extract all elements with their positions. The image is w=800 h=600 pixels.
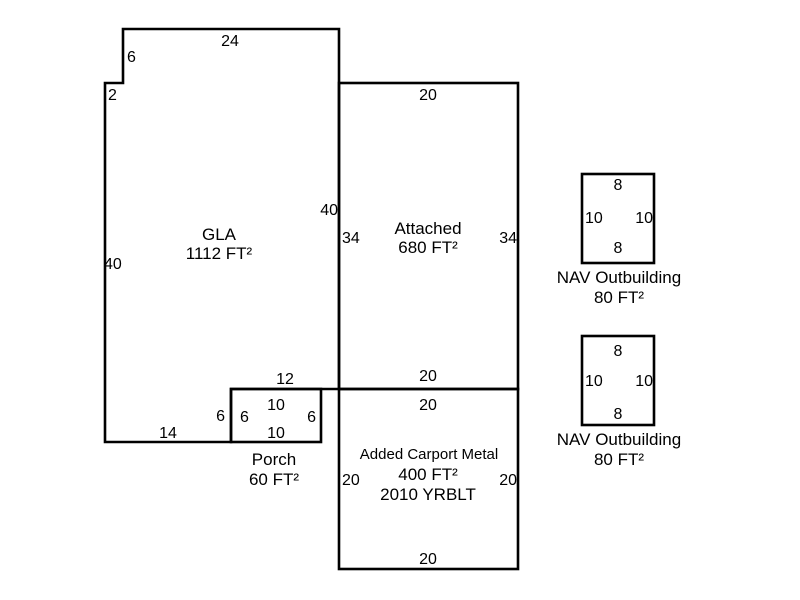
attached-label: Attached: [394, 219, 461, 238]
outbuilding-1-dim-left: 10: [585, 210, 603, 227]
attached-dim-top: 20: [419, 87, 437, 104]
outbuilding-2-label: NAV Outbuilding: [557, 430, 681, 449]
outbuilding-1-label: NAV Outbuilding: [557, 268, 681, 287]
carport-area: 400 FT²: [398, 465, 458, 484]
porch-area: 60 FT²: [249, 470, 299, 489]
gla-dim-bottom: 14: [159, 425, 177, 442]
porch-dim-top: 10: [267, 397, 285, 414]
outbuilding-1-area: 80 FT²: [594, 288, 644, 307]
outbuilding-1-dim-top: 8: [614, 177, 623, 194]
gla-dim-right: 40: [320, 202, 338, 219]
outbuilding-1-outline: [580, 172, 656, 265]
carport-dim-top: 20: [419, 397, 437, 414]
gla-label: GLA: [202, 225, 237, 244]
outbuilding-2-dim-bottom: 8: [614, 406, 623, 423]
outbuilding-2-outline: [580, 334, 656, 427]
gla-dim-top: 24: [221, 33, 239, 50]
carport-dim-right: 20: [499, 472, 517, 489]
outbuilding-2-dim-right: 10: [635, 373, 653, 390]
carport-label: Added Carport Metal: [360, 446, 498, 463]
outbuilding-2-dim-left: 10: [585, 373, 603, 390]
gla-dim-left: 40: [104, 256, 122, 273]
gla-dim-porch-side: 6: [216, 408, 225, 425]
attached-dim-right: 34: [499, 230, 517, 247]
attached-dim-bottom: 20: [419, 368, 437, 385]
porch-label: Porch: [252, 450, 296, 469]
carport-year-built: 2010 YRBLT: [380, 485, 476, 504]
carport-dim-bottom: 20: [419, 551, 437, 568]
porch-dim-bottom: 10: [267, 425, 285, 442]
attached-dim-left: 34: [342, 230, 360, 247]
gla-area: 1112 FT²: [186, 244, 253, 263]
carport-dim-left: 20: [342, 472, 360, 489]
carport-outline: [337, 387, 520, 571]
attached-area: 680 FT²: [398, 238, 458, 257]
gla-dim-notch-step: 2: [108, 87, 117, 104]
porch-dim-left: 6: [240, 409, 249, 426]
porch-dim-right: 6: [307, 409, 316, 426]
outbuilding-1-dim-bottom: 8: [614, 240, 623, 257]
outbuilding-1-dim-right: 10: [635, 210, 653, 227]
gla-dim-notch-side: 6: [127, 49, 136, 66]
gla-dim-porch-top: 12: [276, 371, 294, 388]
porch-outline: [229, 387, 323, 444]
outbuilding-2-area: 80 FT²: [594, 450, 644, 469]
outbuilding-2-dim-top: 8: [614, 343, 623, 360]
